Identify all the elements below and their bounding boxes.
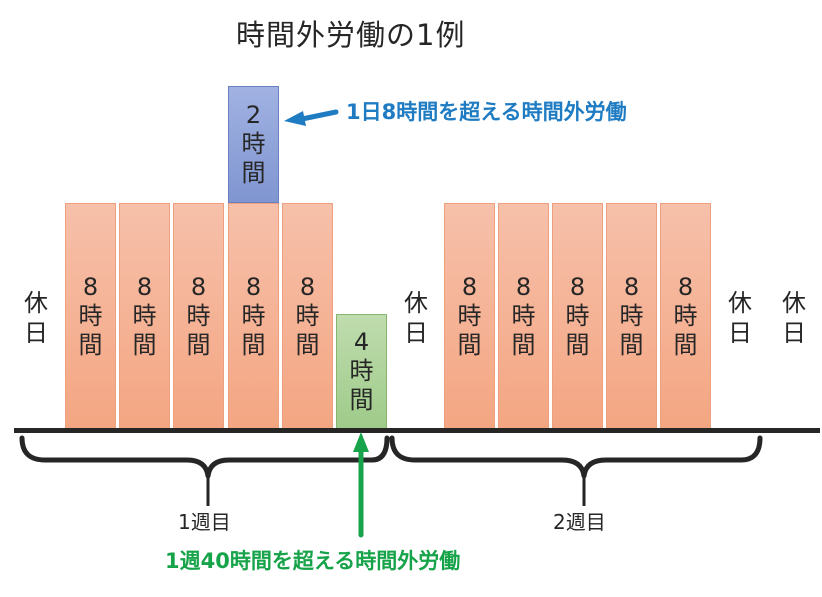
bar-hours: 8 [136,272,153,301]
rest-char-2: 日 [728,319,752,347]
work-bar-week1-day5: 8 時 間 [282,203,333,429]
bar-hours: 8 [623,272,640,301]
bar-unit-2: 間 [186,330,211,359]
rest-char-2: 日 [782,319,806,347]
work-bar-week2-day2: 8 時 間 [498,203,549,429]
bar-unit-2: 間 [457,330,482,359]
bar-unit-1: 時 [457,301,482,330]
bar-unit-2: 間 [241,330,266,359]
bar-hours: 8 [677,272,694,301]
week1-label: 1週目 [178,510,231,534]
work-bar-week2-day3: 8 時 間 [552,203,603,429]
rest-char-1: 休 [404,289,428,317]
work-bar-week1-day2: 8 時 間 [119,203,170,429]
rest-day-week1-start: 休 日 [11,288,61,348]
bar-unit-1: 時 [241,130,266,158]
rest-char-2: 日 [24,319,48,347]
bar-unit-2: 間 [511,330,536,359]
rest-day-week2-sat: 休 日 [715,288,765,348]
bar-hours: 8 [569,272,586,301]
partial-bar-4h: 4 時 間 [336,314,387,429]
bar-hours: 4 [353,328,370,356]
work-bar-week1-day3: 8 時 間 [173,203,224,429]
bar-hours: 8 [461,272,478,301]
bar-unit-2: 間 [241,159,266,187]
weekly-arrow-head [353,432,369,452]
bar-hours: 8 [245,272,262,301]
bar-unit-2: 間 [673,330,698,359]
work-bar-week2-day1: 8 時 間 [444,203,495,429]
rest-char-1: 休 [24,289,48,317]
bar-unit-1: 時 [186,301,211,330]
overtime-bar-2h: 2 時 間 [228,86,279,203]
work-bar-week1-day1: 8 時 間 [65,203,116,429]
rest-char-1: 休 [782,289,806,317]
timeline-axis [14,428,820,433]
bar-unit-1: 時 [295,301,320,330]
rest-char-2: 日 [404,319,428,347]
bar-unit-2: 間 [565,330,590,359]
bar-hours: 8 [82,272,99,301]
bar-unit-1: 時 [673,301,698,330]
week2-label: 2週目 [553,510,606,534]
weekly-overtime-annotation: 1週40時間を超える時間外労働 [165,549,461,573]
bar-hours: 2 [245,101,262,129]
bar-hours: 8 [515,272,532,301]
bar-unit-2: 間 [619,330,644,359]
rest-day-week2-start: 休 日 [391,288,441,348]
diagram-title: 時間外労働の1例 [236,18,466,52]
bar-hours: 8 [190,272,207,301]
week1-brace [19,435,390,479]
bar-unit-2: 間 [349,386,374,414]
bar-unit-2: 間 [78,330,103,359]
work-bar-week2-day4: 8 時 間 [606,203,657,429]
bar-unit-1: 時 [132,301,157,330]
daily-arrow-shaft [299,109,339,122]
bar-unit-1: 時 [241,301,266,330]
bar-unit-2: 間 [132,330,157,359]
rest-char-1: 休 [728,289,752,317]
rest-day-week2-sun: 休 日 [769,288,819,348]
bar-unit-1: 時 [565,301,590,330]
work-bar-week1-day4: 8 時 間 [228,203,279,429]
bar-hours: 8 [299,272,316,301]
daily-arrow-head [284,111,306,126]
week2-brace [389,435,763,479]
bar-unit-1: 時 [349,357,374,385]
daily-overtime-annotation: 1日8時間を超える時間外労働 [346,100,627,124]
work-bar-week2-day5: 8 時 間 [660,203,711,429]
bar-unit-1: 時 [619,301,644,330]
bar-unit-1: 時 [511,301,536,330]
bar-unit-2: 間 [295,330,320,359]
bar-unit-1: 時 [78,301,103,330]
